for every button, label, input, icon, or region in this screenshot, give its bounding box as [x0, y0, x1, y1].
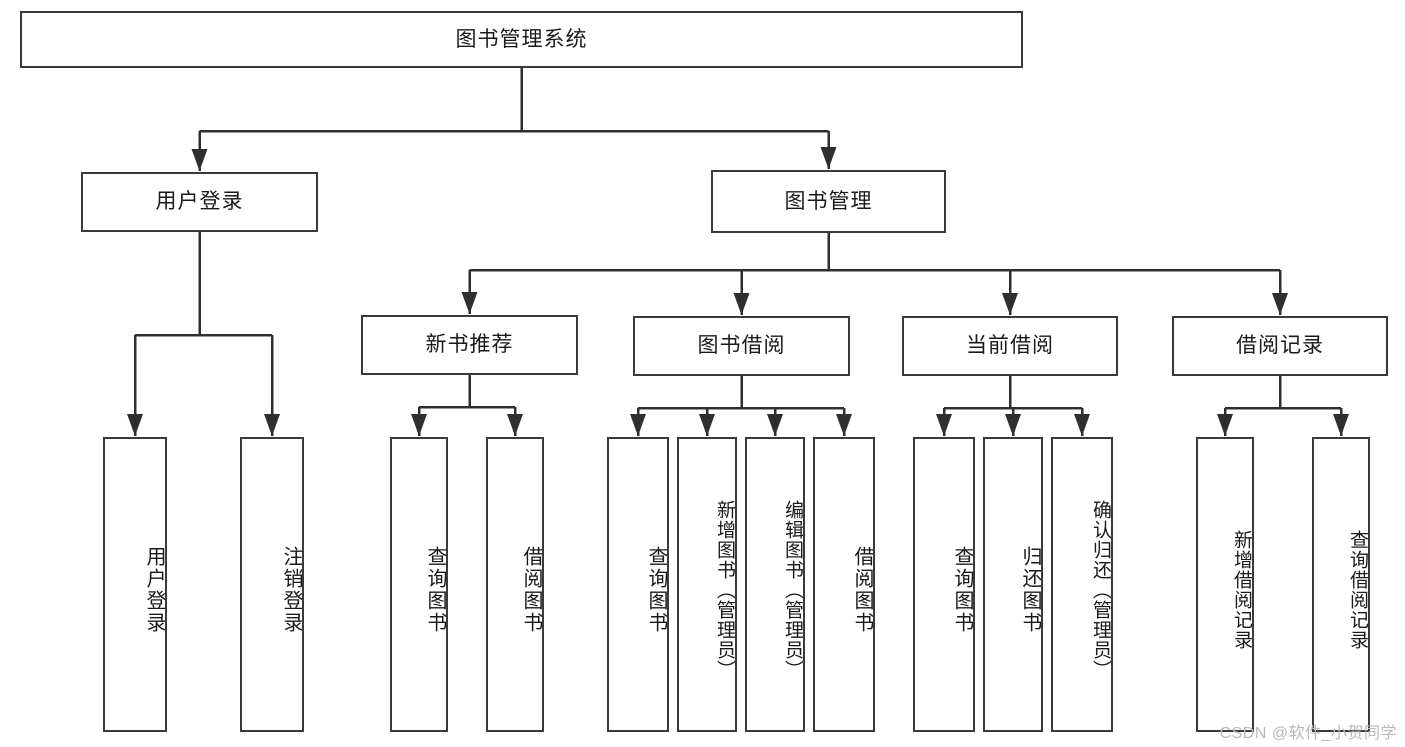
node-label: 借阅图书 — [851, 545, 873, 634]
node-l-bor-add[interactable]: 新增图书（管理员） — [677, 437, 737, 732]
arrow-head-newbook — [461, 292, 478, 314]
node-label: 查询借阅记录 — [1347, 529, 1368, 650]
arrow-head-l-bor-edit — [767, 414, 783, 436]
node-records[interactable]: 借阅记录 — [1172, 316, 1388, 376]
arrow-head-l-bor-add — [699, 414, 715, 436]
node-label: 确认归还（管理员） — [1090, 499, 1111, 680]
node-root[interactable]: 图书管理系统 — [20, 11, 1023, 68]
arrow-head-records — [1272, 293, 1288, 315]
node-newbook[interactable]: 新书推荐 — [361, 315, 578, 375]
node-label: 借阅图书 — [520, 545, 542, 634]
arrow-head-l-new-borrow — [507, 414, 523, 436]
arrow-head-borrow — [733, 293, 750, 315]
node-label: 查询图书 — [645, 545, 667, 634]
arrow-head-bookmgmt — [820, 147, 837, 169]
node-label: 图书借阅 — [697, 334, 786, 358]
arrow-head-l-new-query — [411, 414, 427, 436]
node-l-user-login[interactable]: 用户登录 — [103, 437, 167, 732]
arrow-head-l-bor-borrow — [836, 414, 852, 436]
node-l-new-borrow[interactable]: 借阅图书 — [486, 437, 544, 732]
node-label: 借阅记录 — [1236, 334, 1324, 358]
node-label: 用户登录 — [155, 190, 244, 214]
node-l-bor-borrow[interactable]: 借阅图书 — [813, 437, 875, 732]
node-l-user-logout[interactable]: 注销登录 — [240, 437, 304, 732]
arrow-head-l-cur-query — [936, 414, 952, 436]
node-label: 查询图书 — [951, 545, 973, 634]
node-l-bor-query[interactable]: 查询图书 — [607, 437, 669, 732]
node-label: 图书管理系统 — [455, 27, 588, 51]
node-label: 编辑图书（管理员） — [782, 499, 803, 680]
node-l-cur-return[interactable]: 归还图书 — [983, 437, 1043, 732]
node-l-new-query[interactable]: 查询图书 — [390, 437, 448, 732]
node-label: 当前借阅 — [966, 334, 1054, 358]
node-label: 归还图书 — [1019, 545, 1041, 634]
arrow-head-login — [191, 149, 208, 171]
arrow-head-l-user-logout — [264, 414, 280, 436]
node-label: 注销登录 — [280, 545, 302, 634]
arrow-head-l-cur-return — [1005, 414, 1021, 436]
node-label: 新增借阅记录 — [1231, 529, 1252, 650]
node-l-cur-confirm[interactable]: 确认归还（管理员） — [1051, 437, 1113, 732]
node-l-rec-add[interactable]: 新增借阅记录 — [1196, 437, 1254, 732]
arrow-head-l-cur-confirm — [1074, 414, 1090, 436]
node-label: 用户登录 — [143, 545, 165, 634]
node-login[interactable]: 用户登录 — [81, 172, 318, 232]
arrow-head-current — [1002, 293, 1018, 315]
node-borrow[interactable]: 图书借阅 — [633, 316, 850, 376]
arrow-head-l-user-login — [127, 414, 143, 436]
node-label: 新增图书（管理员） — [714, 499, 735, 680]
node-l-cur-query[interactable]: 查询图书 — [913, 437, 975, 732]
node-bookmgmt[interactable]: 图书管理 — [711, 170, 946, 233]
node-current[interactable]: 当前借阅 — [902, 316, 1118, 376]
node-l-bor-edit[interactable]: 编辑图书（管理员） — [745, 437, 805, 732]
arrow-head-l-rec-add — [1217, 414, 1233, 436]
arrow-head-l-rec-query — [1333, 414, 1349, 436]
node-l-rec-query[interactable]: 查询借阅记录 — [1312, 437, 1370, 732]
node-label: 图书管理 — [784, 189, 873, 213]
node-label: 新书推荐 — [425, 333, 514, 357]
arrow-head-l-bor-query — [630, 414, 646, 436]
watermark-label: CSDN @软件_小贺同学 — [1219, 725, 1397, 742]
node-label: 查询图书 — [424, 545, 446, 634]
